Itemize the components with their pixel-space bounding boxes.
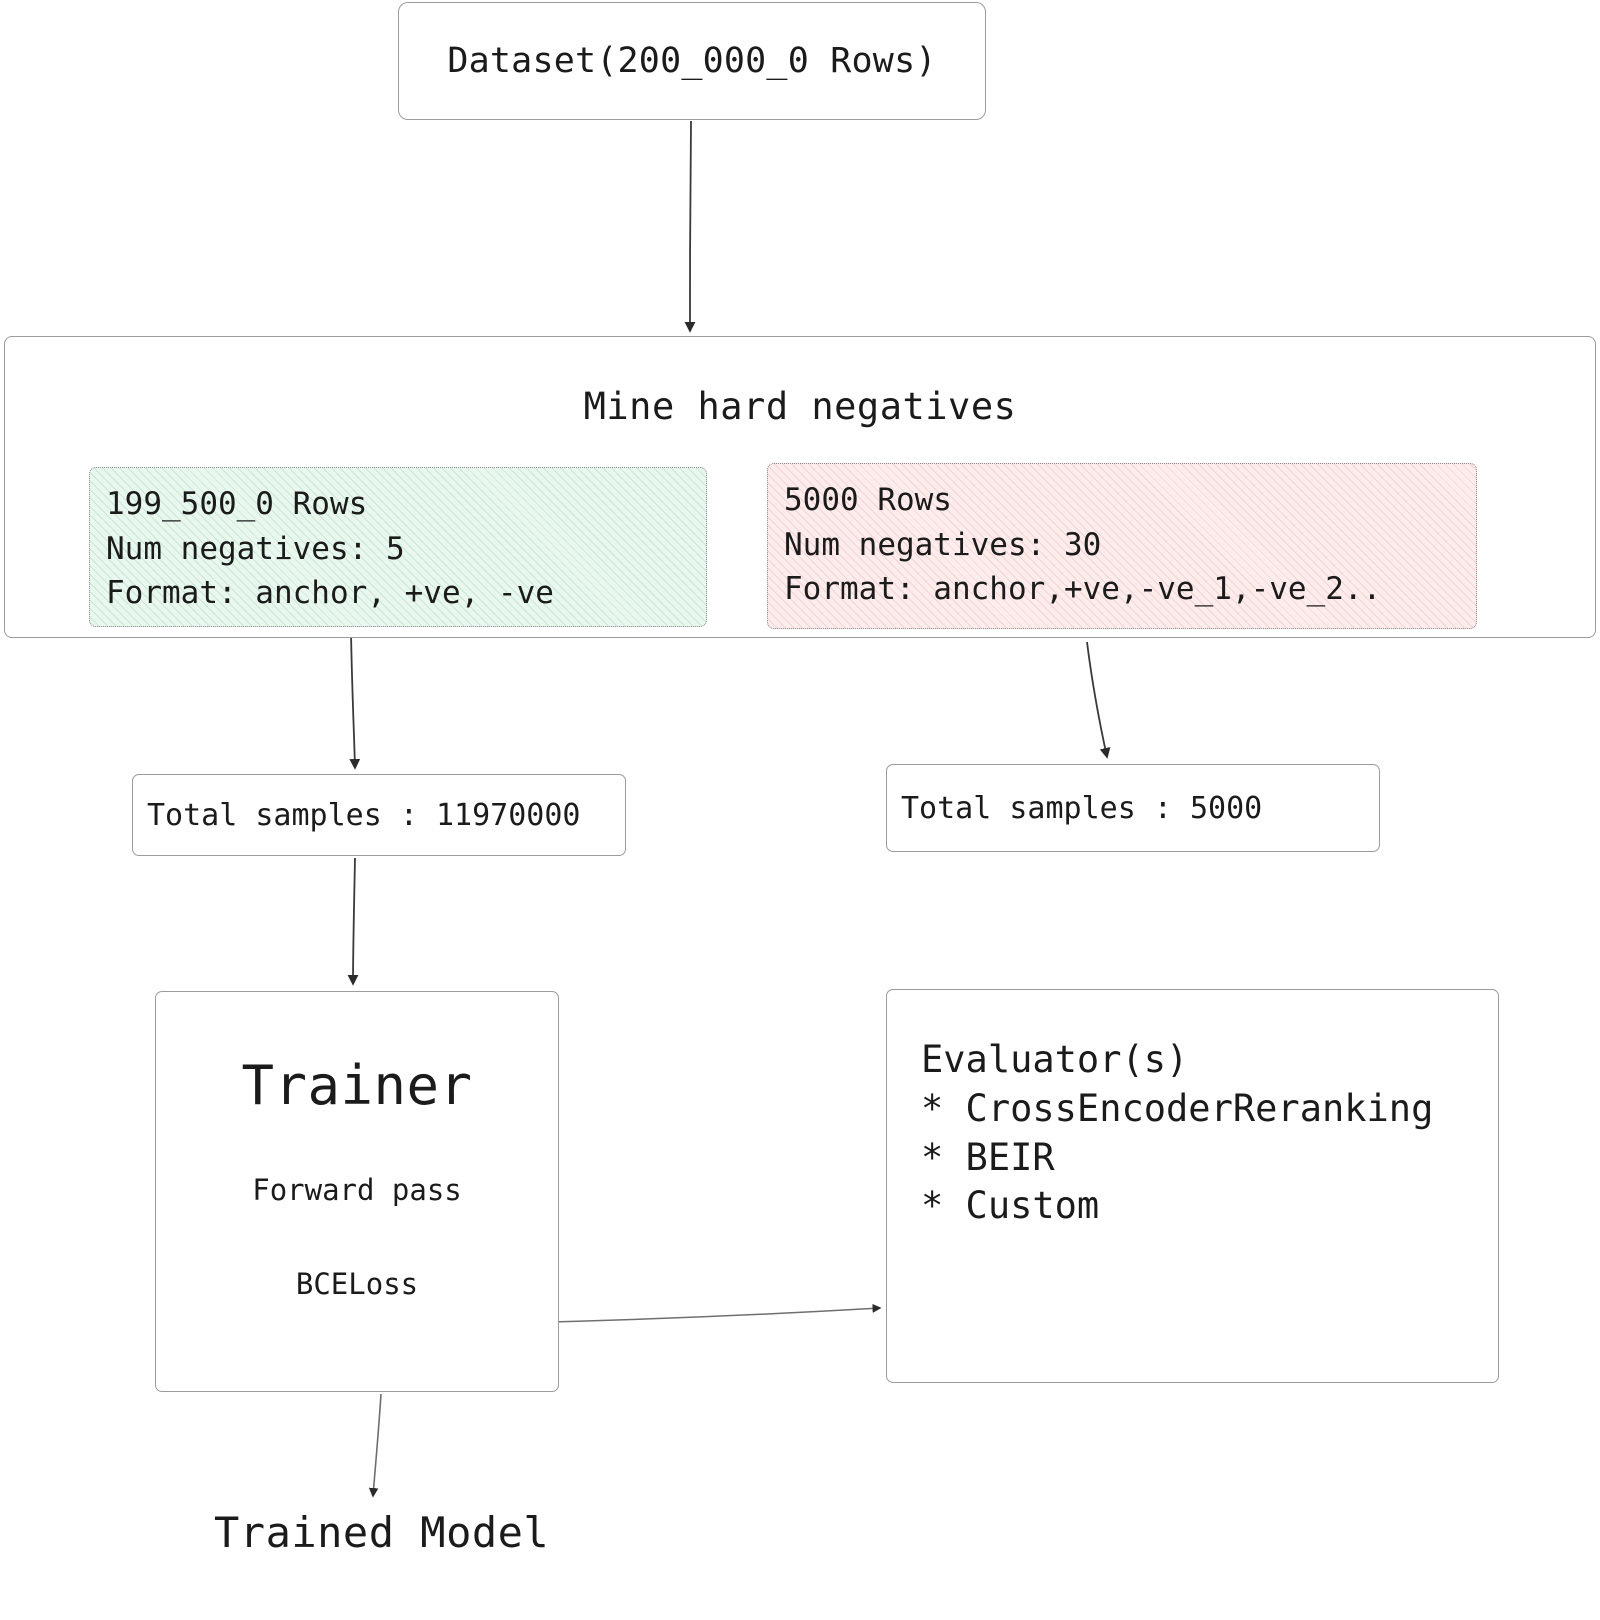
evaluator-node[interactable]: Evaluator(s) * CrossEncoderReranking * B…: [886, 989, 1499, 1383]
bceloss-label: BCELoss: [295, 1267, 419, 1301]
total-samples-eval-node[interactable]: Total samples : 5000: [886, 764, 1380, 852]
evaluator-item-beir: * BEIR: [921, 1135, 1055, 1179]
eval-split-rows: 5000 Rows: [784, 482, 952, 518]
mine-hard-negatives-node[interactable]: Mine hard negatives 199_500_0 Rows Num n…: [4, 336, 1596, 638]
edge-dataset-to-mine: [684, 120, 696, 333]
train-split-format: Format: anchor, +ve, -ve: [106, 575, 554, 612]
evaluator-item-custom: * Custom: [921, 1184, 1100, 1228]
edge-trainer-to-trainedmodel: [368, 1393, 382, 1498]
total-samples-train-node[interactable]: Total samples : 11970000: [132, 774, 626, 856]
mine-hard-negatives-title: Mine hard negatives: [583, 385, 1017, 428]
train-split-card[interactable]: 199_500_0 Rows Num negatives: 5 Format: …: [89, 467, 707, 627]
train-split-rows: 199_500_0 Rows: [106, 486, 368, 522]
trainer-node[interactable]: Trainer Forward pass BCELoss: [155, 991, 559, 1392]
eval-split-card[interactable]: 5000 Rows Num negatives: 30 Format: anch…: [767, 463, 1477, 629]
eval-split-format: Format: anchor,+ve,-ve_1,-ve_2..: [784, 571, 1382, 608]
dataset-node[interactable]: Dataset(200_000_0 Rows): [398, 2, 986, 120]
evaluator-body: Evaluator(s) * CrossEncoderReranking * B…: [921, 1036, 1494, 1231]
edge-traincard-to-totaltrain: [349, 631, 361, 770]
dataset-label: Dataset(200_000_0 Rows): [447, 41, 937, 81]
forward-pass-label: Forward pass: [252, 1173, 462, 1207]
eval-split-num-negatives: Num negatives: 30: [784, 526, 1102, 563]
trainer-title: Trainer: [241, 1054, 473, 1117]
evaluator-title: Evaluator(s): [921, 1038, 1189, 1081]
trained-model-label: Trained Model: [214, 1508, 550, 1557]
edge-totaltrain-to-trainer: [347, 857, 359, 986]
edge-evalcard-to-totaleval: [1086, 641, 1111, 759]
evaluator-item-cross-encoder-reranking: * CrossEncoderReranking: [921, 1086, 1434, 1130]
total-samples-eval-label: Total samples : 5000: [901, 790, 1263, 826]
total-samples-train-label: Total samples : 11970000: [147, 797, 581, 833]
train-split-num-negatives: Num negatives: 5: [106, 530, 405, 567]
